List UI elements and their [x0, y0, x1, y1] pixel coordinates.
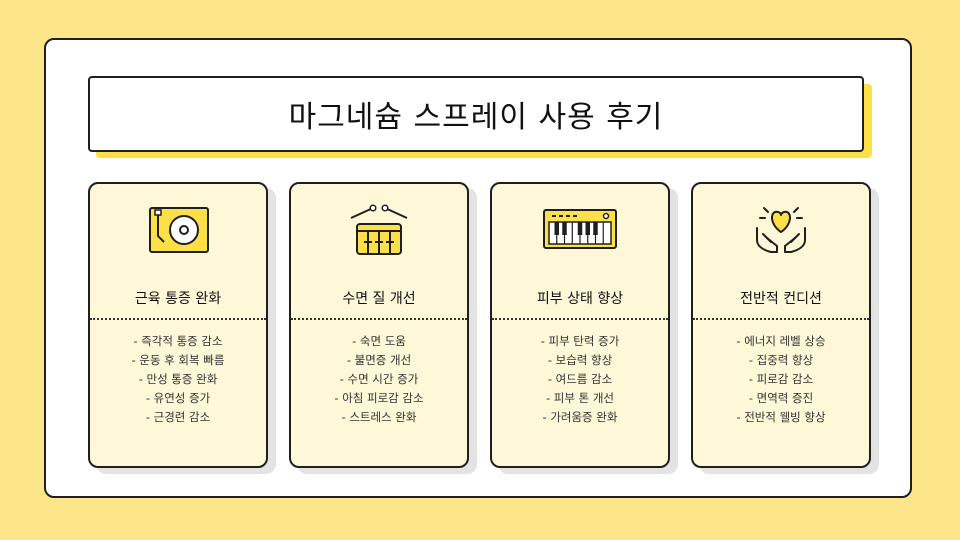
- keyboard-icon: [543, 209, 617, 249]
- card-sleep-quality: 수면 질 개선 - 숙면 도움 - 불면증 개선 - 수면 시간 증가 - 아침…: [289, 182, 469, 468]
- list-item: - 피부 탄력 증가: [540, 334, 620, 348]
- divider: [492, 318, 668, 320]
- list-item: - 보습력 향상: [547, 353, 613, 367]
- list-item: - 피로감 감소: [748, 372, 814, 386]
- list-item: - 전반적 웰빙 향상: [736, 410, 826, 424]
- heart-hands-icon: [756, 207, 806, 253]
- card-title: 피부 상태 향상: [536, 291, 624, 307]
- list-item: - 피부 톤 개선: [545, 391, 615, 405]
- list-item: - 집중력 향상: [748, 353, 814, 367]
- card-title: 근육 통증 완화: [134, 291, 222, 307]
- list-item: - 불면증 개선: [346, 353, 412, 367]
- list-item: - 수면 시간 증가: [339, 372, 419, 386]
- list-item: - 숙면 도움: [352, 334, 406, 348]
- list-item: - 즉각적 통증 감소: [133, 334, 223, 348]
- list-item: - 여드름 감소: [547, 372, 613, 386]
- list-item: - 만성 통증 완화: [138, 372, 218, 386]
- card-overall-condition: 전반적 컨디션 - 에너지 레벨 상승 - 집중력 향상 - 피로감 감소 - …: [691, 182, 871, 468]
- card-title: 수면 질 개선: [342, 291, 416, 307]
- card-skin-condition: 피부 상태 향상 - 피부 탄력 증가 - 보습력 향상 - 여드름 감소 - …: [490, 182, 670, 468]
- turntable-icon: [149, 207, 209, 253]
- list-item: - 운동 후 회복 빠름: [131, 353, 225, 367]
- list-item: - 스트레스 완화: [341, 410, 417, 424]
- page-title: 마그네슘 스프레이 사용 후기: [288, 100, 664, 135]
- card-list: - 에너지 레벨 상승 - 집중력 향상 - 피로감 감소 - 면역력 증진 -…: [693, 332, 869, 427]
- card-list: - 피부 탄력 증가 - 보습력 향상 - 여드름 감소 - 피부 톤 개선 -…: [492, 332, 668, 427]
- list-item: - 에너지 레벨 상승: [736, 334, 826, 348]
- list-item: - 면역력 증진: [748, 391, 814, 405]
- card-title: 전반적 컨디션: [740, 291, 822, 307]
- list-item: - 유연성 증가: [145, 391, 211, 405]
- card-list: - 숙면 도움 - 불면증 개선 - 수면 시간 증가 - 아침 피로감 감소 …: [291, 332, 467, 427]
- divider: [291, 318, 467, 320]
- list-item: - 아침 피로감 감소: [334, 391, 424, 405]
- title-box: 마그네슘 스프레이 사용 후기: [88, 76, 864, 152]
- card-muscle-pain: 근육 통증 완화 - 즉각적 통증 감소 - 운동 후 회복 빠름 - 만성 통…: [88, 182, 268, 468]
- divider: [693, 318, 869, 320]
- divider: [90, 318, 266, 320]
- list-item: - 가려움증 완화: [542, 410, 618, 424]
- card-list: - 즉각적 통증 감소 - 운동 후 회복 빠름 - 만성 통증 완화 - 유연…: [90, 332, 266, 427]
- drum-icon: [350, 204, 408, 255]
- list-item: - 근경련 감소: [145, 410, 211, 424]
